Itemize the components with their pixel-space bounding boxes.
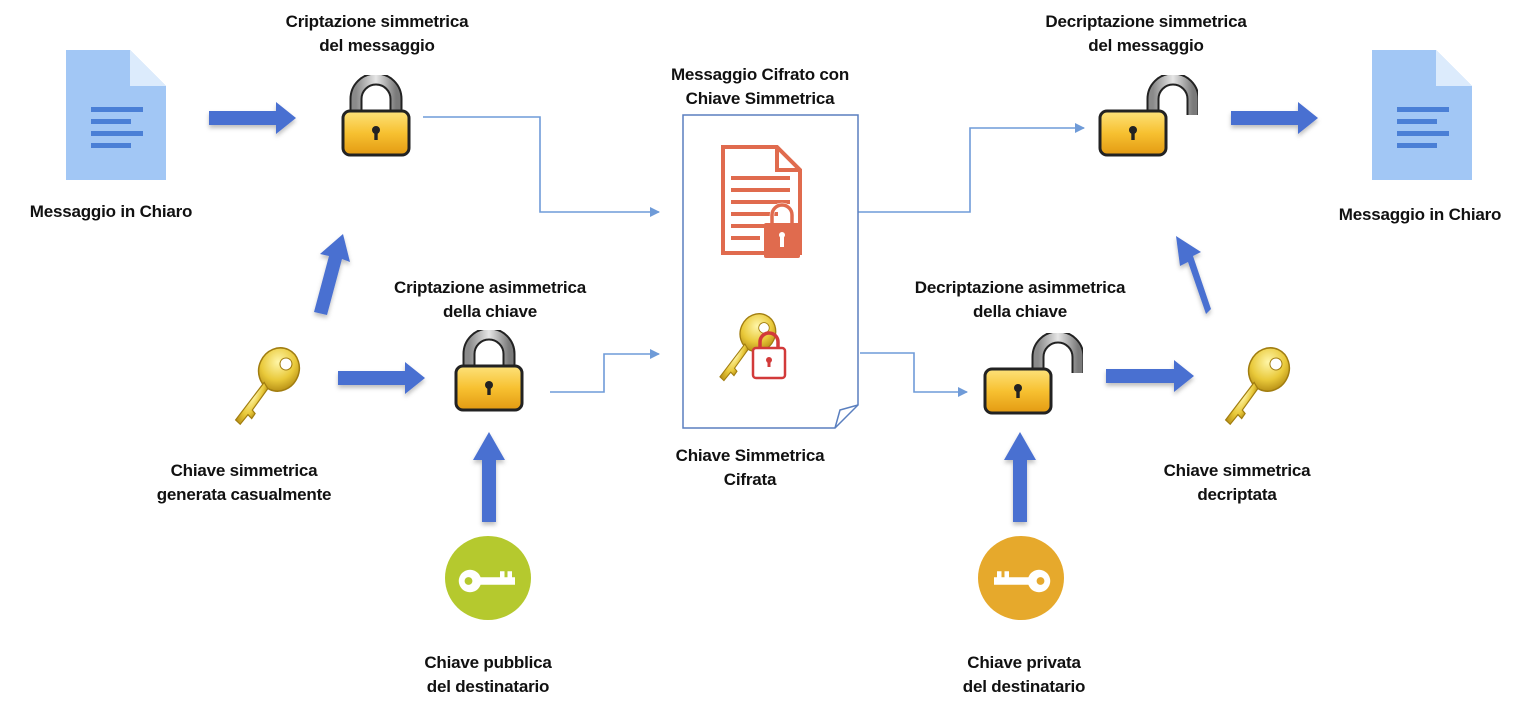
label-asymmetric-encryption: Criptazione asimmetrica della chiave [394,276,586,324]
label-plain-message-out: Messaggio in Chiaro [1338,203,1502,227]
arrow-plain-to-sym-encryption [209,102,296,134]
encrypted-document-icon [721,145,802,258]
gold-key-icon [232,342,302,432]
label-line: del messaggio [1088,36,1204,55]
label-line: Chiave Simmetrica [685,89,835,108]
connector-box-to-sym-decryption [858,123,1085,213]
arrow-key-to-sym-encryption [314,234,350,315]
label-line: Criptazione asimmetrica [394,278,586,297]
plain-document-icon [66,50,166,180]
label-line: Chiave simmetrica [170,461,318,480]
label-line: della chiave [442,302,537,321]
closed-lock-icon [343,79,409,155]
label-symmetric-encryption: Criptazione simmetrica del messaggio [286,10,469,58]
label-line: del destinatario [962,677,1086,696]
label-line: Messaggio in Chiaro [1338,205,1502,224]
arrow-private-key-to-asym-decryption [1004,432,1036,522]
label-line: del messaggio [319,36,435,55]
label-decrypted-symmetric-key: Chiave simmetrica decriptata [1164,459,1311,507]
label-line: Messaggio Cifrato con [670,65,850,84]
label-recipient-public-key: Chiave pubblica del destinatario [424,651,552,699]
arrow-key-to-sym-decryption [1176,236,1211,314]
public-key-icon [445,536,531,620]
arrow-public-key-to-asym-encryption [473,432,505,522]
open-lock-icon [985,337,1078,413]
gold-key-icon [1222,342,1292,432]
label-line: Chiave simmetrica [1163,461,1311,480]
label-line: della chiave [973,302,1067,321]
encrypted-key-icon [716,308,787,388]
arrow-key-to-asym-encryption [338,362,425,394]
label-line: Chiave pubblica [424,653,552,672]
label-line: Cifrata [723,470,777,489]
connector-asym-encryption-to-box [550,349,660,393]
label-line: Chiave Simmetrica [675,446,825,465]
label-line: del destinatario [426,677,550,696]
connector-box-to-asym-decryption [860,352,968,397]
label-line: decriptata [1197,485,1277,504]
plain-document-icon [1372,50,1472,180]
label-line: Messaggio in Chiaro [29,202,193,221]
label-recipient-private-key: Chiave privata del destinatario [962,651,1086,699]
label-random-symmetric-key: Chiave simmetrica generata casualmente [157,459,332,507]
label-line: generata casualmente [156,485,332,504]
label-line: Decriptazione asimmetrica [914,278,1126,297]
arrow-sym-decryption-to-plain [1231,102,1318,134]
label-encrypted-key: Chiave Simmetrica Cifrata [676,444,825,492]
label-symmetric-decryption: Decriptazione simmetrica del messaggio [1045,10,1246,58]
label-line: Criptazione simmetrica [285,12,469,31]
label-asymmetric-decryption: Decriptazione asimmetrica della chiave [914,276,1126,324]
label-encrypted-message: Messaggio Cifrato con Chiave Simmetrica [671,63,849,111]
connector-sym-encryption-to-box [423,116,660,217]
label-plain-message-in: Messaggio in Chiaro [29,200,193,224]
arrow-asym-decryption-to-key [1106,360,1194,392]
private-key-icon [978,536,1064,620]
label-line: Chiave privata [967,653,1081,672]
encrypted-payload-box [682,114,859,429]
open-lock-icon [1100,79,1193,155]
closed-lock-icon [456,334,522,410]
label-line: Decriptazione simmetrica [1045,12,1247,31]
